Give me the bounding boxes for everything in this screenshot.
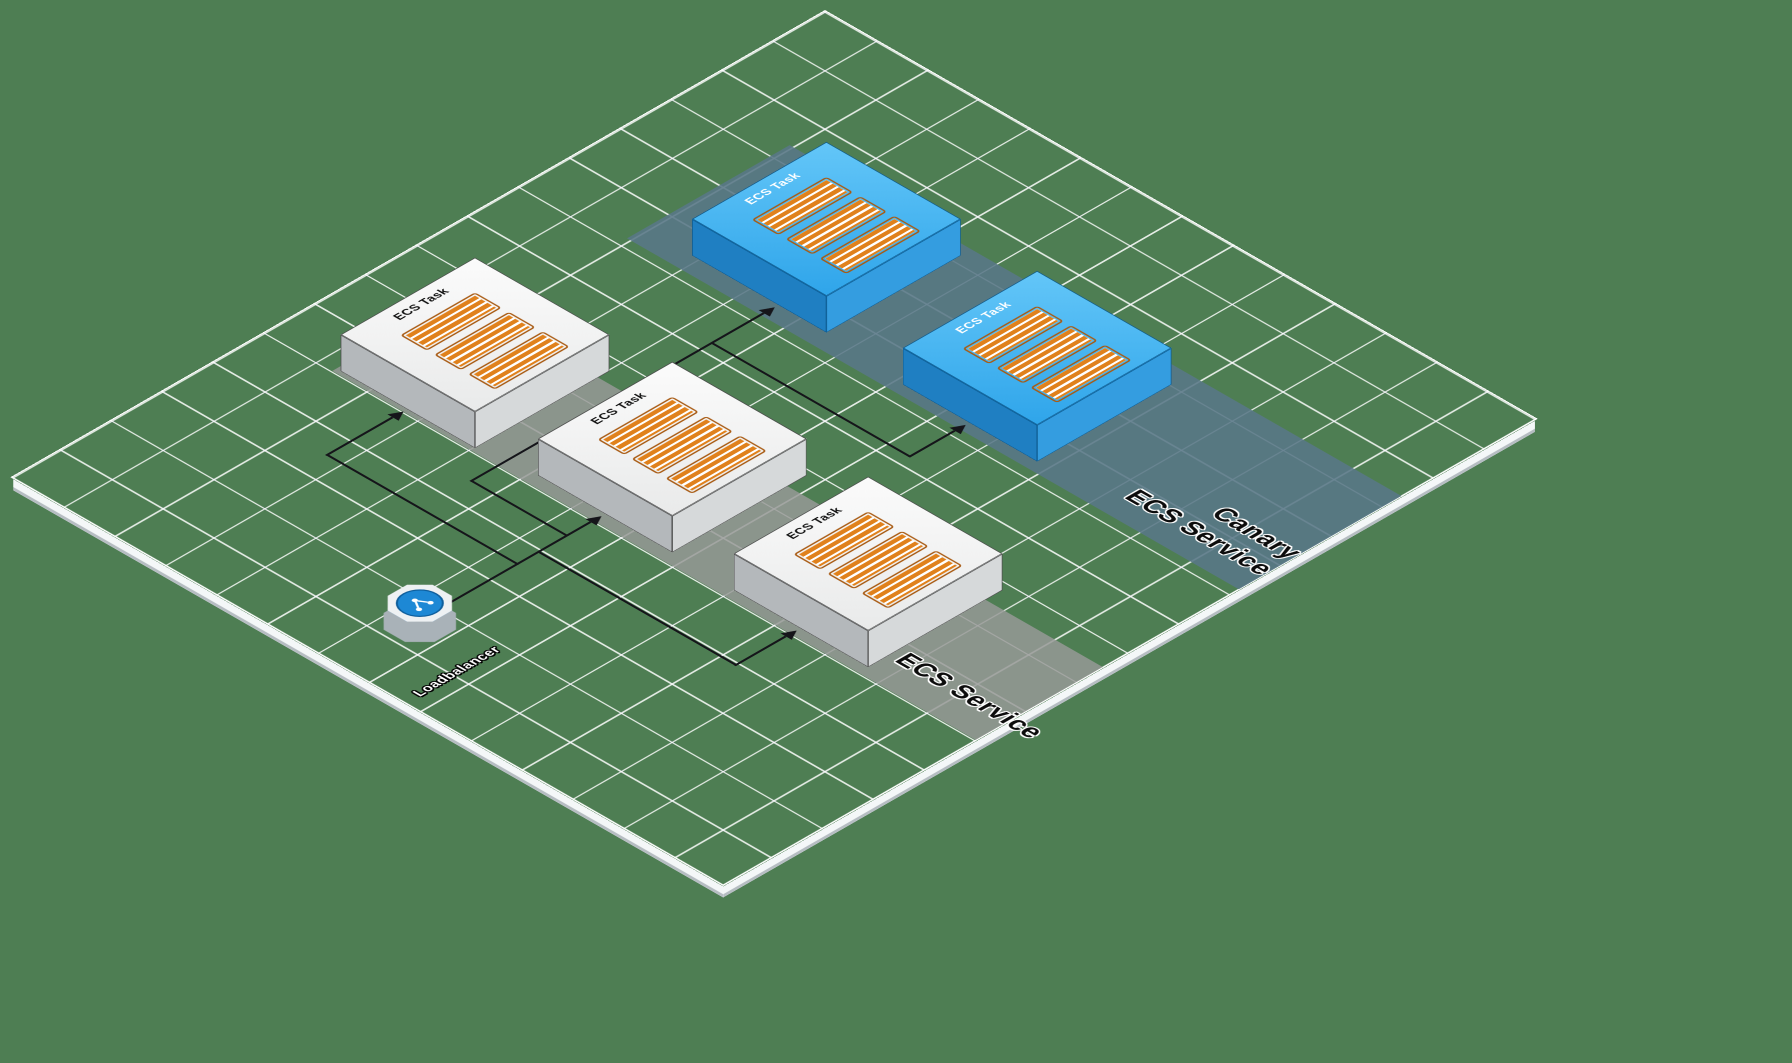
share-nodes-icon	[400, 592, 440, 615]
loadbalancer-icon	[375, 577, 466, 629]
connection-line	[907, 430, 956, 458]
connection-line	[733, 635, 787, 667]
loadbalancer-node	[375, 595, 466, 647]
connection-line	[325, 416, 394, 457]
isometric-grid-platform: ECS Service Canary ECS Service ECS Task	[10, 10, 1538, 898]
loadbalancer-circle	[386, 584, 454, 623]
